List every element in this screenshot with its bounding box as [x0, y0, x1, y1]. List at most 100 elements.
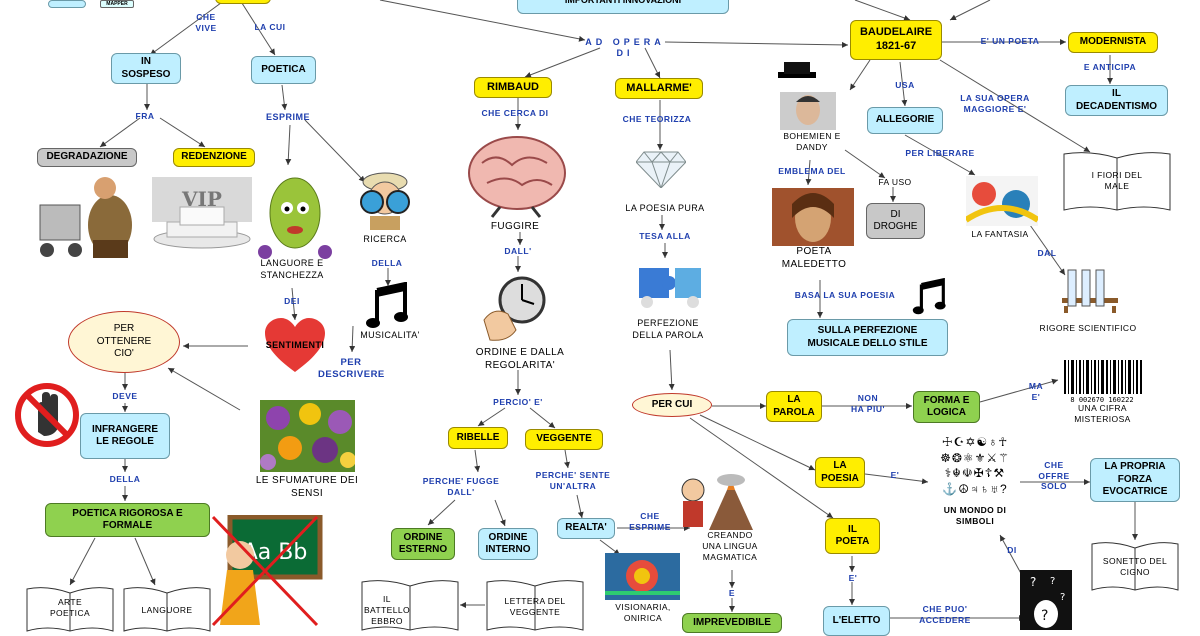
test-tubes-icon [1062, 269, 1118, 313]
e2-label: E' [890, 470, 900, 480]
della2-label: DELLA [109, 474, 141, 484]
diamond-icon [636, 151, 686, 188]
usa-label: USA [895, 80, 915, 90]
fra-label: FRA [135, 111, 155, 121]
mapper-badge: MAPPER [100, 0, 134, 8]
poesia-pura-text: LA POESIA PURA [625, 203, 705, 213]
perfezione-musicale-node: SULLA PERFEZIONE MUSICALE DELLO STILE [787, 319, 948, 356]
la-sua-opera-label: LA SUA OPERA MAGGIORE E' [960, 93, 1030, 114]
music-note-icon [366, 282, 408, 328]
mondo-simboli-text: UN MONDO DI SIMBOLI [943, 505, 1007, 527]
vip-podium-icon: VIP [152, 177, 252, 249]
dei-label: DEI [284, 296, 300, 306]
book-fiori-del-male [1063, 152, 1171, 211]
la-parola-node: LA PAROLA [766, 391, 822, 422]
ricerca-text: RICERCA [363, 234, 407, 244]
tesa-alla-label: TESA ALLA [639, 231, 691, 241]
sonetto-text: SONETTO DEL CIGNO [1102, 556, 1168, 578]
modernista-node: MODERNISTA [1068, 32, 1158, 53]
heart-icon [265, 318, 325, 372]
della-label: DELLA [371, 258, 403, 268]
rigore-text: RIGORE SCIENTIFICO [1039, 323, 1137, 333]
ordine-regolarita-text: ORDINE E DALLA REGOLARITA' [475, 347, 565, 371]
puzzle-icon [639, 268, 701, 308]
e-label: E [728, 588, 736, 598]
decadentismo-node: IL DECADENTISMO [1065, 85, 1168, 116]
languore-text: LANGUORE E STANCHEZZA [260, 258, 324, 280]
allegorie-node: ALLEGORIE [867, 107, 943, 134]
musicalita-text: MUSICALITA' [360, 330, 420, 340]
percio-e-label: PERCIO' E' [493, 397, 543, 407]
che-vive-label: CHE VIVE [195, 12, 217, 33]
il-poeta-node: IL POETA [825, 518, 880, 554]
visionary-art-icon [605, 553, 680, 600]
stopwatch-icon [483, 276, 546, 341]
innovations-node: IMPORTANTI INNOVAZIONI [517, 0, 729, 14]
di-droghe-node: DI DROGHE [866, 203, 925, 239]
poeta-maledetto-face-icon [772, 188, 854, 246]
che-puo-label: CHE PUO' ACCEDERE [919, 604, 971, 625]
fiori-text: I FIORI DEL MALE [1091, 170, 1143, 192]
binoculars-icon [360, 172, 410, 230]
volcano-icon [681, 474, 753, 530]
barcode-icon: 8 002670 160222 [1060, 358, 1145, 404]
basa-label: BASA LA SUA POESIA [794, 290, 896, 300]
symbols-grid: ☩☪✡☯♁☥ ☸❂⚛⚜⚔⚚ ⚕☬☫✠☦⚒ ⚓☮♃♄♅? [940, 435, 1010, 496]
forza-evocatrice-node: LA PROPRIA FORZA EVOCATRICE [1090, 458, 1180, 502]
svg-text:?: ? [1041, 608, 1048, 624]
poetica-node: POETICA [251, 56, 316, 84]
in-sospeso-node: IN SOSPESO [111, 53, 181, 84]
music-note-right-icon [912, 278, 946, 315]
realta-node: REALTA' [557, 518, 615, 539]
fantasia-text: LA FANTASIA [971, 229, 1029, 239]
stop-hand-icon [15, 383, 79, 447]
che-teorizza-label: CHE TEORIZZA [622, 114, 692, 124]
svg-text:?: ? [1030, 575, 1036, 589]
imprevedibile-node: IMPREVEDIBILE [682, 613, 782, 633]
e-un-poeta-label: E' UN POETA [980, 36, 1040, 46]
fantasy-art-icon [966, 176, 1038, 226]
poeta-maledetto-text: POETA MALEDETTO [781, 246, 847, 270]
emblema-label: EMBLEMA DEL [778, 166, 846, 176]
green-monster-icon [258, 177, 332, 259]
pansies-icon [260, 400, 355, 472]
per-descrivere-label: PER DESCRIVERE [318, 357, 385, 380]
book-sonetto [1091, 542, 1179, 591]
forma-logica-node: FORMA E LOGICA [913, 391, 980, 423]
svg-text:VIP: VIP [181, 187, 222, 211]
di-label: DI [1007, 545, 1017, 555]
fuggire-text: FUGGIRE [490, 221, 540, 232]
lettera-text: LETTERA DEL VEGGENTE [504, 596, 566, 618]
per-liberare-label: PER LIBERARE [905, 148, 975, 158]
svg-text:?: ? [1050, 576, 1055, 587]
ordine-interno-node: ORDINE INTERNO [478, 528, 538, 560]
svg-text:8 002670 160222: 8 002670 160222 [1070, 396, 1133, 404]
languore-book-text: LANGUORE [141, 605, 193, 615]
baudelaire-portrait-icon [778, 62, 836, 130]
l-eletto-node: L'ELETTO [823, 606, 890, 636]
mallarme-node: MALLARME' [615, 78, 703, 99]
che-cerca-di-label: CHE CERCA DI [481, 108, 549, 118]
per-cui-node: PER CUI [632, 393, 712, 417]
poetica-rigorosa-node: POETICA RIGOROSA E FORMALE [45, 503, 210, 537]
ordine-esterno-node: ORDINE ESTERNO [391, 528, 455, 560]
la-cui-label: LA CUI [254, 22, 286, 32]
dall-label: DALL' [504, 246, 532, 256]
cifra-text: UNA CIFRA MISTERIOSA [1074, 403, 1131, 425]
rimbaud-node: RIMBAUD [474, 77, 552, 98]
vagrant-icon [39, 177, 132, 258]
redenzione-node: REDENZIONE [173, 148, 255, 167]
baudelaire-node: BAUDELAIRE 1821-67 [850, 20, 942, 60]
visionaria-text: VISIONARIA, ONIRICA [615, 602, 671, 624]
per-ottenere-node: PER OTTENERE CIO' [68, 311, 180, 373]
teacher-icon: Aa Bb [211, 515, 323, 627]
creando-text: CREANDO UNA LINGUA MAGMATICA [702, 530, 758, 563]
veggente-node: VEGGENTE [525, 429, 603, 450]
perfezione-text: PERFEZIONE DELLA PAROLA [632, 318, 704, 340]
brain-icon [468, 136, 566, 218]
ribelle-node: RIBELLE [448, 427, 508, 449]
fa-uso-text: FA USO [878, 177, 912, 187]
ad-opera-di-label: AD OPERA DI [585, 37, 665, 59]
esprime-label: ESPRIME [265, 112, 310, 122]
la-poesia-node: LA POESIA [815, 457, 865, 488]
